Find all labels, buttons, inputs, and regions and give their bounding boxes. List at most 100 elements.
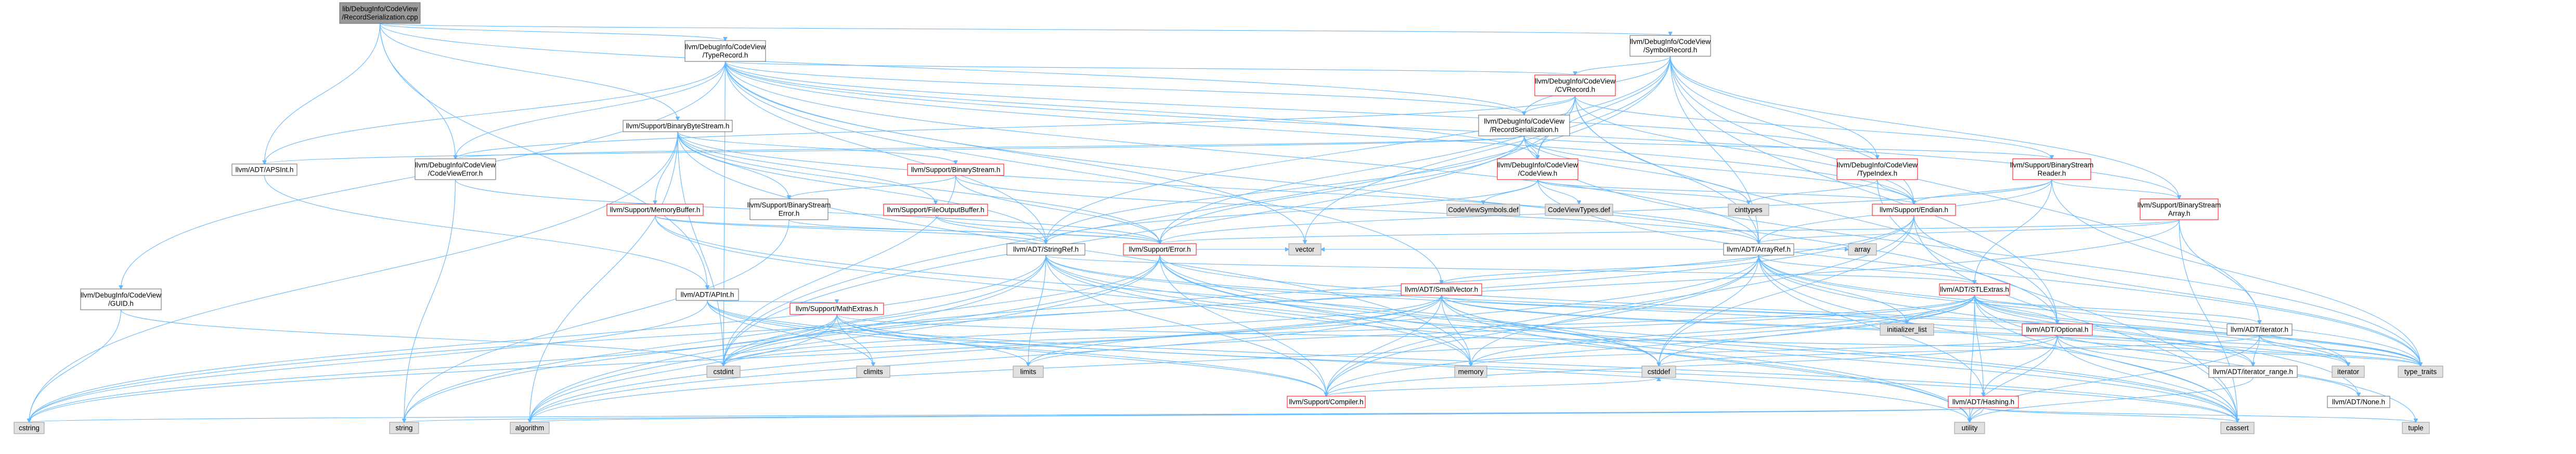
- node-box: [510, 422, 550, 434]
- edge-endian-to-type_traits: [1913, 215, 2420, 366]
- node-symbolrecord[interactable]: llvm/DebugInfo/CodeView/SymbolRecord.h: [1629, 35, 1711, 57]
- edge-symbolrecord-to-optional: [1669, 56, 2057, 324]
- node-root: lib/DebugInfo/CodeView/RecordSerializati…: [339, 2, 421, 24]
- node-binarybytestream[interactable]: llvm/Support/BinaryByteStream.h: [623, 120, 733, 132]
- node-label: llvm/Support/BinaryStream: [2138, 201, 2221, 209]
- node-codeview[interactable]: llvm/DebugInfo/CodeView/CodeView.h: [1497, 158, 1578, 180]
- edge-hashing-to-cassert: [1983, 407, 2238, 422]
- edge-recordserialization-to-apsint: [265, 135, 1525, 164]
- node-fileoutputbuffer[interactable]: llvm/Support/FileOutputBuffer.h: [883, 204, 988, 216]
- node-iterator_sys: iterator: [2332, 365, 2365, 378]
- node-hashing[interactable]: llvm/ADT/Hashing.h: [1948, 396, 2019, 408]
- edge-typerecord-to-codeviewerror: [456, 61, 726, 159]
- edge-binarybytestream-to-arrayref: [677, 131, 1759, 244]
- node-tuple: tuple: [2402, 422, 2430, 434]
- node-typerecord[interactable]: llvm/DebugInfo/CodeView/TypeRecord.h: [684, 40, 766, 62]
- node-compiler[interactable]: llvm/Support/Compiler.h: [1287, 396, 1366, 408]
- node-arrayref[interactable]: llvm/ADT/ArrayRef.h: [1723, 243, 1794, 256]
- node-box: [1728, 204, 1769, 216]
- node-none[interactable]: llvm/ADT/None.h: [2327, 396, 2390, 408]
- edge-stringref-to-type_traits: [1045, 255, 2420, 366]
- node-box: [856, 365, 890, 378]
- node-label: /CVRecord.h: [1555, 86, 1595, 94]
- node-recordserialization[interactable]: llvm/DebugInfo/CodeView/RecordSerializat…: [1478, 115, 1570, 136]
- edge-endian-to-cstring: [29, 215, 1914, 422]
- edge-optional-to-memory: [1471, 335, 2058, 366]
- edge-root-to-recordserialization: [379, 23, 1524, 115]
- edge-endian-to-cstdint: [723, 215, 1914, 366]
- node-box: [2220, 422, 2255, 434]
- node-label: cstdint: [713, 368, 733, 376]
- node-smallvector[interactable]: llvm/ADT/SmallVector.h: [1401, 283, 1482, 296]
- node-label: utility: [1962, 424, 1978, 432]
- node-label: llvm/ADT/APInt.h: [681, 291, 734, 299]
- edge-cvrecord-to-recordserialization: [1524, 95, 1576, 115]
- node-box: [1872, 204, 1956, 216]
- node-apsint[interactable]: llvm/ADT/APSInt.h: [231, 163, 297, 176]
- edge-binarybytestream-to-binarystream: [677, 131, 956, 164]
- node-mathextras[interactable]: llvm/Support/MathExtras.h: [789, 302, 884, 315]
- edge-recordserialization-to-type_traits: [1523, 135, 2421, 366]
- node-label: llvm/ADT/iterator_range.h: [2213, 368, 2293, 376]
- edge-binarybytestream-to-memorybuffer: [655, 131, 678, 204]
- node-label: llvm/Support/FileOutputBuffer.h: [887, 206, 984, 214]
- node-guid[interactable]: llvm/DebugInfo/CodeView/GUID.h: [80, 288, 162, 310]
- node-error[interactable]: llvm/Support/Error.h: [1123, 243, 1197, 256]
- node-codeviewsymbols: CodeViewSymbols.def: [1446, 204, 1520, 216]
- node-box: [415, 158, 496, 180]
- edge-smallvector-to-cstddef: [1441, 295, 1659, 366]
- edge-iterator-to-cstddef: [1659, 335, 2260, 366]
- edge-mathextras-to-cassert: [836, 314, 2237, 422]
- edge-stringref-to-cstring: [29, 255, 1046, 422]
- node-box: [2012, 158, 2091, 180]
- node-iterator_range[interactable]: llvm/ADT/iterator_range.h: [2208, 365, 2298, 378]
- node-box: [1123, 243, 1197, 256]
- edge-typerecord-to-stringref: [724, 61, 1046, 244]
- graph-nodes: lib/DebugInfo/CodeView/RecordSerializati…: [14, 2, 2443, 434]
- node-optional[interactable]: llvm/ADT/Optional.h: [2022, 323, 2093, 336]
- edge-typerecord-to-apsint: [265, 61, 726, 164]
- edge-arrayref-to-iterator_sys: [1758, 255, 2349, 366]
- node-stringref[interactable]: llvm/ADT/StringRef.h: [1006, 243, 1085, 256]
- edge-typerecord-to-optional: [724, 61, 2057, 324]
- edge-arrayref-to-initializer_list: [1758, 255, 1907, 324]
- node-string: string: [389, 422, 419, 434]
- edge-iterator-to-iterator_range: [2253, 335, 2260, 366]
- node-box: [1454, 365, 1487, 378]
- node-label: llvm/ADT/Optional.h: [2026, 326, 2088, 334]
- edge-stlextras-to-algorithm: [530, 295, 1975, 422]
- node-binarystream[interactable]: llvm/Support/BinaryStream.h: [907, 163, 1004, 176]
- edge-symbolrecord-to-cstdint: [723, 56, 1671, 366]
- node-cvrecord[interactable]: llvm/DebugInfo/CodeView/CVRecord.h: [1534, 74, 1616, 96]
- node-apint[interactable]: llvm/ADT/APInt.h: [676, 288, 739, 301]
- node-initializer_list: initializer_list: [1880, 323, 1934, 336]
- node-utility: utility: [1954, 422, 1985, 434]
- node-cstddef: cstddef: [1641, 365, 1676, 378]
- edge-binarystreamreader-to-endian: [1914, 179, 2052, 204]
- node-endian[interactable]: llvm/Support/Endian.h: [1872, 204, 1956, 216]
- edge-root-to-codeviewerror: [379, 23, 456, 159]
- node-cstring: cstring: [14, 422, 45, 434]
- edge-mathextras-to-algorithm: [530, 314, 837, 422]
- edge-symbolrecord-to-cvrecord: [1575, 56, 1671, 75]
- edge-smallvector-to-compiler: [1326, 295, 1442, 396]
- node-memorybuffer[interactable]: llvm/Support/MemoryBuffer.h: [606, 204, 704, 216]
- node-label: llvm/ADT/SmallVector.h: [1405, 286, 1478, 294]
- node-box: [1641, 365, 1676, 378]
- edge-stringref-to-stlextras: [1045, 255, 1975, 284]
- edge-iterator-to-iterator_sys: [2259, 335, 2349, 366]
- edge-fileoutputbuffer-to-stringref: [935, 215, 1046, 244]
- node-label: llvm/ADT/Hashing.h: [1952, 398, 2014, 406]
- node-iterator[interactable]: llvm/ADT/iterator.h: [2227, 323, 2293, 336]
- node-label: llvm/DebugInfo/CodeView: [1630, 38, 1711, 46]
- edge-binarystreamreader-to-type_traits: [2051, 179, 2420, 366]
- node-stlextras[interactable]: llvm/ADT/STLExtras.h: [1939, 283, 2010, 296]
- edge-compiler-to-cstddef: [1326, 377, 1659, 397]
- node-label: llvm/Support/BinaryStream.h: [911, 166, 1001, 174]
- node-codeviewerror[interactable]: llvm/DebugInfo/CodeView/CodeViewError.h: [415, 158, 496, 180]
- node-typeindex[interactable]: llvm/DebugInfo/CodeView/TypeIndex.h: [1836, 158, 1918, 180]
- edge-binarybytestream-to-cstdint: [677, 131, 723, 366]
